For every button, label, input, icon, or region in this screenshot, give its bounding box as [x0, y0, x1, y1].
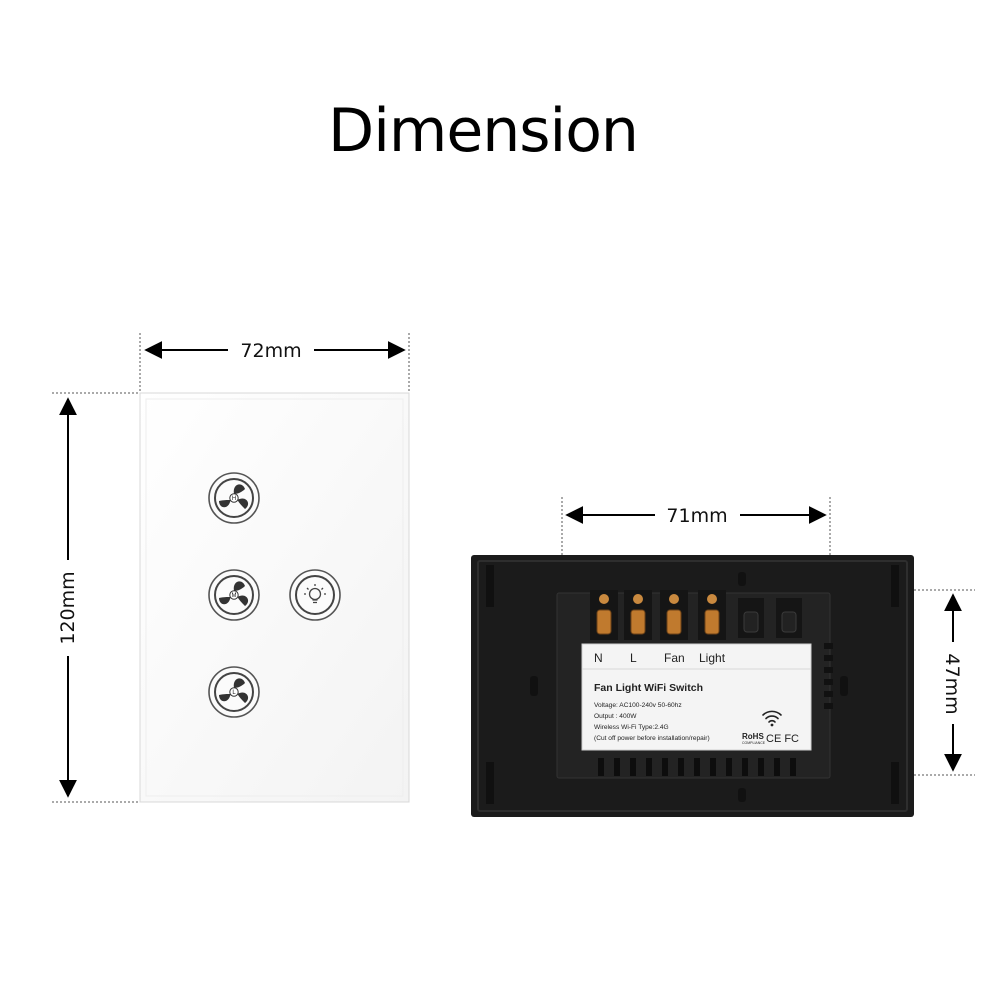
wifi-type-text: Wireless Wi-Fi Type:2.4G [594, 724, 669, 731]
terminal-label-n: N [594, 651, 603, 665]
fan-low-letter: L [232, 690, 236, 696]
rohs-mark: RoHS [742, 732, 764, 741]
front-width-dimension: 72mm [139, 333, 410, 393]
product-label: N L Fan Light Fan Light WiFi Switch Volt… [581, 643, 812, 751]
terminal-label-fan: Fan [664, 651, 685, 665]
terminal-label-light: Light [699, 651, 726, 665]
output-text: Output : 400W [594, 713, 637, 720]
front-panel [139, 392, 410, 803]
fan-low-button[interactable]: L [208, 666, 260, 718]
terminal-light [698, 590, 726, 640]
terminal-empty-1 [738, 598, 764, 638]
terminal-n [590, 590, 618, 640]
rohs-compliance: COMPLIANCE [742, 741, 766, 745]
fan-medium-button[interactable]: M [208, 569, 260, 621]
fan-medium-letter: M [232, 593, 237, 599]
back-depth-label: 47mm [941, 653, 963, 714]
front-width-label: 72mm [240, 340, 301, 362]
front-height-label: 120mm [57, 571, 79, 644]
page-title: Dimension [328, 96, 639, 166]
back-depth-dimension: 47mm [914, 589, 975, 776]
back-width-label: 71mm [666, 505, 727, 527]
product-name: Fan Light WiFi Switch [594, 682, 703, 694]
terminal-block [590, 590, 802, 640]
wifi-icon [762, 710, 782, 727]
light-button[interactable] [289, 569, 341, 621]
fan-high-letter: H [232, 496, 236, 502]
front-height-dimension: 120mm [52, 392, 140, 803]
terminal-label-l: L [630, 651, 637, 665]
back-width-dimension: 71mm [561, 497, 831, 555]
light-bulb-icon [304, 584, 326, 604]
terminal-empty-2 [776, 598, 802, 638]
voltage-text: Voltage: AC100-240v 50-60hz [594, 702, 682, 709]
ce-fc-mark: CE FC [766, 733, 799, 745]
fan-high-button[interactable]: H [208, 472, 260, 524]
terminal-l [624, 590, 652, 640]
warning-text: (Cut off power before installation/repai… [594, 735, 710, 742]
terminal-fan [660, 590, 688, 640]
